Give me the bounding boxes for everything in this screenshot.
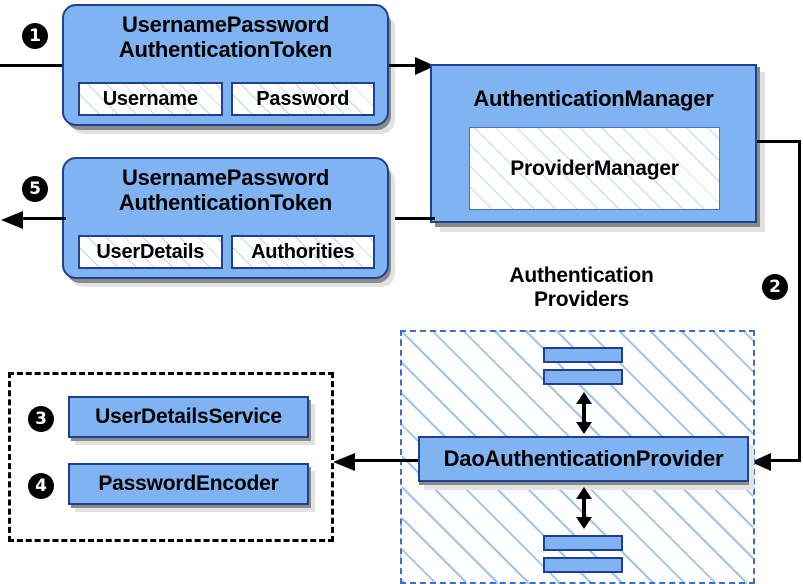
- provider-bar-bottom-2[interactable]: [543, 557, 623, 573]
- badge-step-1-label: 1: [22, 23, 48, 49]
- authentication-providers-heading-line2: Providers: [533, 287, 630, 311]
- provider-bar-bottom-1[interactable]: [543, 535, 623, 551]
- response-token-field-authorities[interactable]: Authorities: [230, 235, 375, 269]
- response-token-title-line1: UsernamePassword: [121, 165, 330, 190]
- user-details-service-label: UserDetailsService: [95, 405, 282, 429]
- provider-bar-top-2[interactable]: [543, 369, 623, 385]
- password-encoder-label: PasswordEncoder: [98, 472, 279, 496]
- provider-manager-label: ProviderManager: [510, 156, 679, 180]
- badge-step-5: 5: [22, 176, 48, 202]
- badge-step-1: 1: [22, 23, 48, 49]
- request-token-field-password[interactable]: Password: [230, 82, 375, 116]
- badge-step-4: 4: [28, 473, 54, 499]
- dao-authentication-provider-box[interactable]: DaoAuthenticationProvider: [418, 436, 749, 482]
- request-token-field-password-label: Password: [256, 87, 350, 110]
- provider-link-arrow-top: [576, 392, 592, 434]
- authentication-providers-heading: Authentication Providers: [455, 264, 708, 311]
- response-token-box[interactable]: UsernamePassword AuthenticationToken Use…: [62, 157, 389, 279]
- authentication-manager-box[interactable]: AuthenticationManager ProviderManager: [430, 64, 757, 223]
- manager-to-provider-line-vertical: [798, 140, 801, 461]
- response-token-field-userdetails-label: UserDetails: [96, 240, 205, 263]
- dao-authentication-provider-label: DaoAuthenticationProvider: [443, 445, 724, 471]
- badge-step-3: 3: [28, 406, 54, 432]
- request-to-manager-arrowhead: [415, 57, 435, 75]
- request-token-field-username-label: Username: [102, 87, 198, 110]
- authentication-providers-heading-line1: Authentication: [509, 264, 654, 287]
- manager-to-response-line: [389, 217, 435, 220]
- user-details-service-box[interactable]: UserDetailsService: [68, 396, 309, 438]
- response-token-field-userdetails[interactable]: UserDetails: [78, 235, 223, 269]
- badge-step-3-label: 3: [28, 406, 54, 432]
- request-token-title-line1: UsernamePassword: [121, 12, 330, 37]
- provider-manager-box[interactable]: ProviderManager: [469, 127, 720, 210]
- response-token-title-line2: AuthenticationToken: [118, 189, 333, 215]
- request-token-field-username[interactable]: Username: [78, 82, 223, 116]
- provider-to-dependencies-line: [352, 459, 418, 462]
- response-token-field-authorities-label: Authorities: [251, 240, 355, 263]
- response-outgoing-line: [18, 217, 66, 220]
- manager-to-provider-line-bottom: [768, 459, 801, 462]
- badge-step-4-label: 4: [28, 473, 54, 499]
- response-token-fields: UserDetails Authorities: [78, 235, 375, 269]
- badge-step-2: 2: [762, 274, 788, 300]
- badge-step-2-label: 2: [762, 274, 788, 300]
- provider-bar-top-1[interactable]: [543, 347, 623, 363]
- provider-to-dependencies-arrowhead: [333, 453, 355, 471]
- request-token-box[interactable]: UsernamePassword AuthenticationToken Use…: [62, 4, 389, 126]
- provider-link-arrow-bottom: [576, 487, 592, 529]
- password-encoder-box[interactable]: PasswordEncoder: [68, 463, 309, 505]
- manager-to-provider-arrowhead: [751, 453, 771, 471]
- badge-step-5-label: 5: [22, 176, 48, 202]
- request-to-manager-line: [389, 64, 419, 67]
- authentication-manager-title: AuthenticationManager: [473, 86, 714, 111]
- request-token-fields: Username Password: [78, 82, 375, 116]
- manager-to-provider-line-top: [757, 140, 801, 143]
- request-token-title-line2: AuthenticationToken: [118, 36, 333, 62]
- response-outgoing-arrowhead: [1, 211, 23, 229]
- incoming-request-line: [0, 64, 62, 67]
